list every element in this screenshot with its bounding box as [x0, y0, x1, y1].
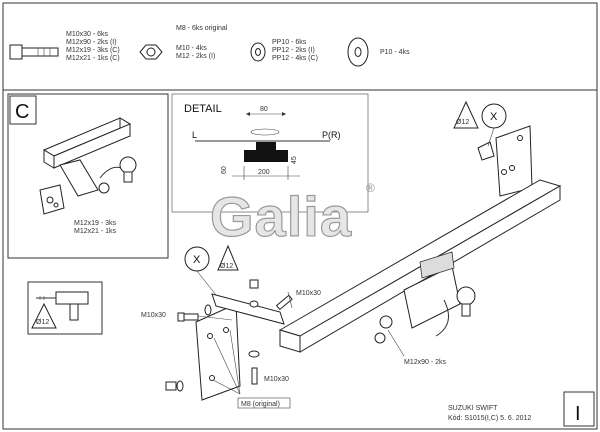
- detail-dim-80: 80: [260, 106, 268, 113]
- bolt-icon: [9, 44, 59, 60]
- label-m12x90: M12x90 - 2ks: [404, 359, 447, 366]
- drill-box: [27, 281, 103, 335]
- drill-triangle-right: Ø12: [453, 100, 479, 129]
- drill-box-triangle: Ø12: [31, 302, 57, 329]
- panel-c-bolt-2: M12x21 - 1ks: [74, 228, 117, 235]
- drill-icon: [36, 291, 89, 321]
- bolt-spec-3: M12x19 - 3ks (C): [66, 47, 120, 54]
- washer-small-spec-3: PP12 - 4ks (C): [272, 55, 318, 62]
- nut-spec-1: M10 - 4ks: [176, 45, 207, 52]
- detail-profile: [244, 142, 288, 162]
- detail-label-l: L: [192, 130, 197, 140]
- x-marker-right: X: [481, 103, 507, 147]
- label-m10x30-bottom: M10x30: [264, 376, 289, 383]
- detail-label-pr: P(R): [322, 130, 341, 140]
- panel-c-bolt-1: M12x19 - 3ks: [74, 220, 117, 227]
- washer-large-spec: P10 - 4ks: [380, 49, 410, 56]
- footer-code: Kód: S1015(I,C) 5. 6. 2012: [448, 415, 531, 422]
- washer-small-spec-1: PP10 - 6ks: [272, 39, 307, 46]
- logo-registered: ®: [366, 181, 375, 195]
- small-washer-icon: [250, 42, 266, 62]
- svg-text:X: X: [193, 254, 201, 266]
- washer-small-spec-2: PP12 - 2ks (I): [272, 47, 315, 54]
- svg-text:Ø12: Ø12: [36, 319, 49, 326]
- panel-c-letter: C: [15, 101, 29, 123]
- x-marker-left: X: [184, 246, 217, 296]
- label-m8-original: M8 (original): [241, 401, 280, 408]
- tow-ball-c: [119, 156, 137, 174]
- main-crossbar-drawing: [165, 125, 562, 401]
- bolt-spec-1: M10x30 - 6ks: [66, 31, 109, 38]
- label-m10x30-top: M10x30: [296, 290, 321, 297]
- svg-text:Ø12: Ø12: [456, 119, 469, 126]
- detail-frame: [171, 93, 369, 213]
- large-washer-icon: [347, 37, 369, 67]
- nut-icon: [139, 44, 163, 60]
- panel-c-letter-box: [9, 95, 37, 125]
- m8-label-box: [237, 397, 291, 409]
- bolt-spec-2: M12x90 - 2ks (I): [66, 39, 117, 46]
- bolt-spec-4: M12x21 - 1ks (C): [66, 55, 120, 62]
- footer-model: SUZUKI SWIFT: [448, 405, 498, 412]
- drill-triangle-left: Ø12: [217, 244, 239, 271]
- tow-ball-main: [456, 286, 476, 306]
- panel-c-frame: [7, 93, 169, 259]
- svg-text:Ø12: Ø12: [220, 263, 233, 270]
- detail-dim-60: 60: [221, 166, 228, 174]
- galia-logo: Galia: [210, 185, 352, 248]
- svg-text:X: X: [490, 111, 498, 123]
- nut-spec-2: M12 - 2ks (I): [176, 53, 215, 60]
- detail-dim-45: 45: [291, 156, 298, 164]
- bracket-c-drawing: [39, 117, 137, 215]
- sheet-letter: I: [575, 403, 581, 425]
- detail-title: DETAIL: [184, 103, 222, 115]
- sheet-box: [563, 391, 595, 427]
- label-m10x30-left: M10x30: [141, 312, 166, 319]
- detail-dimensions: 80 L P(R) 200 60 45: [192, 106, 341, 180]
- detail-dim-200: 200: [258, 169, 270, 176]
- nuts-title: M8 - 6ks original: [176, 25, 228, 32]
